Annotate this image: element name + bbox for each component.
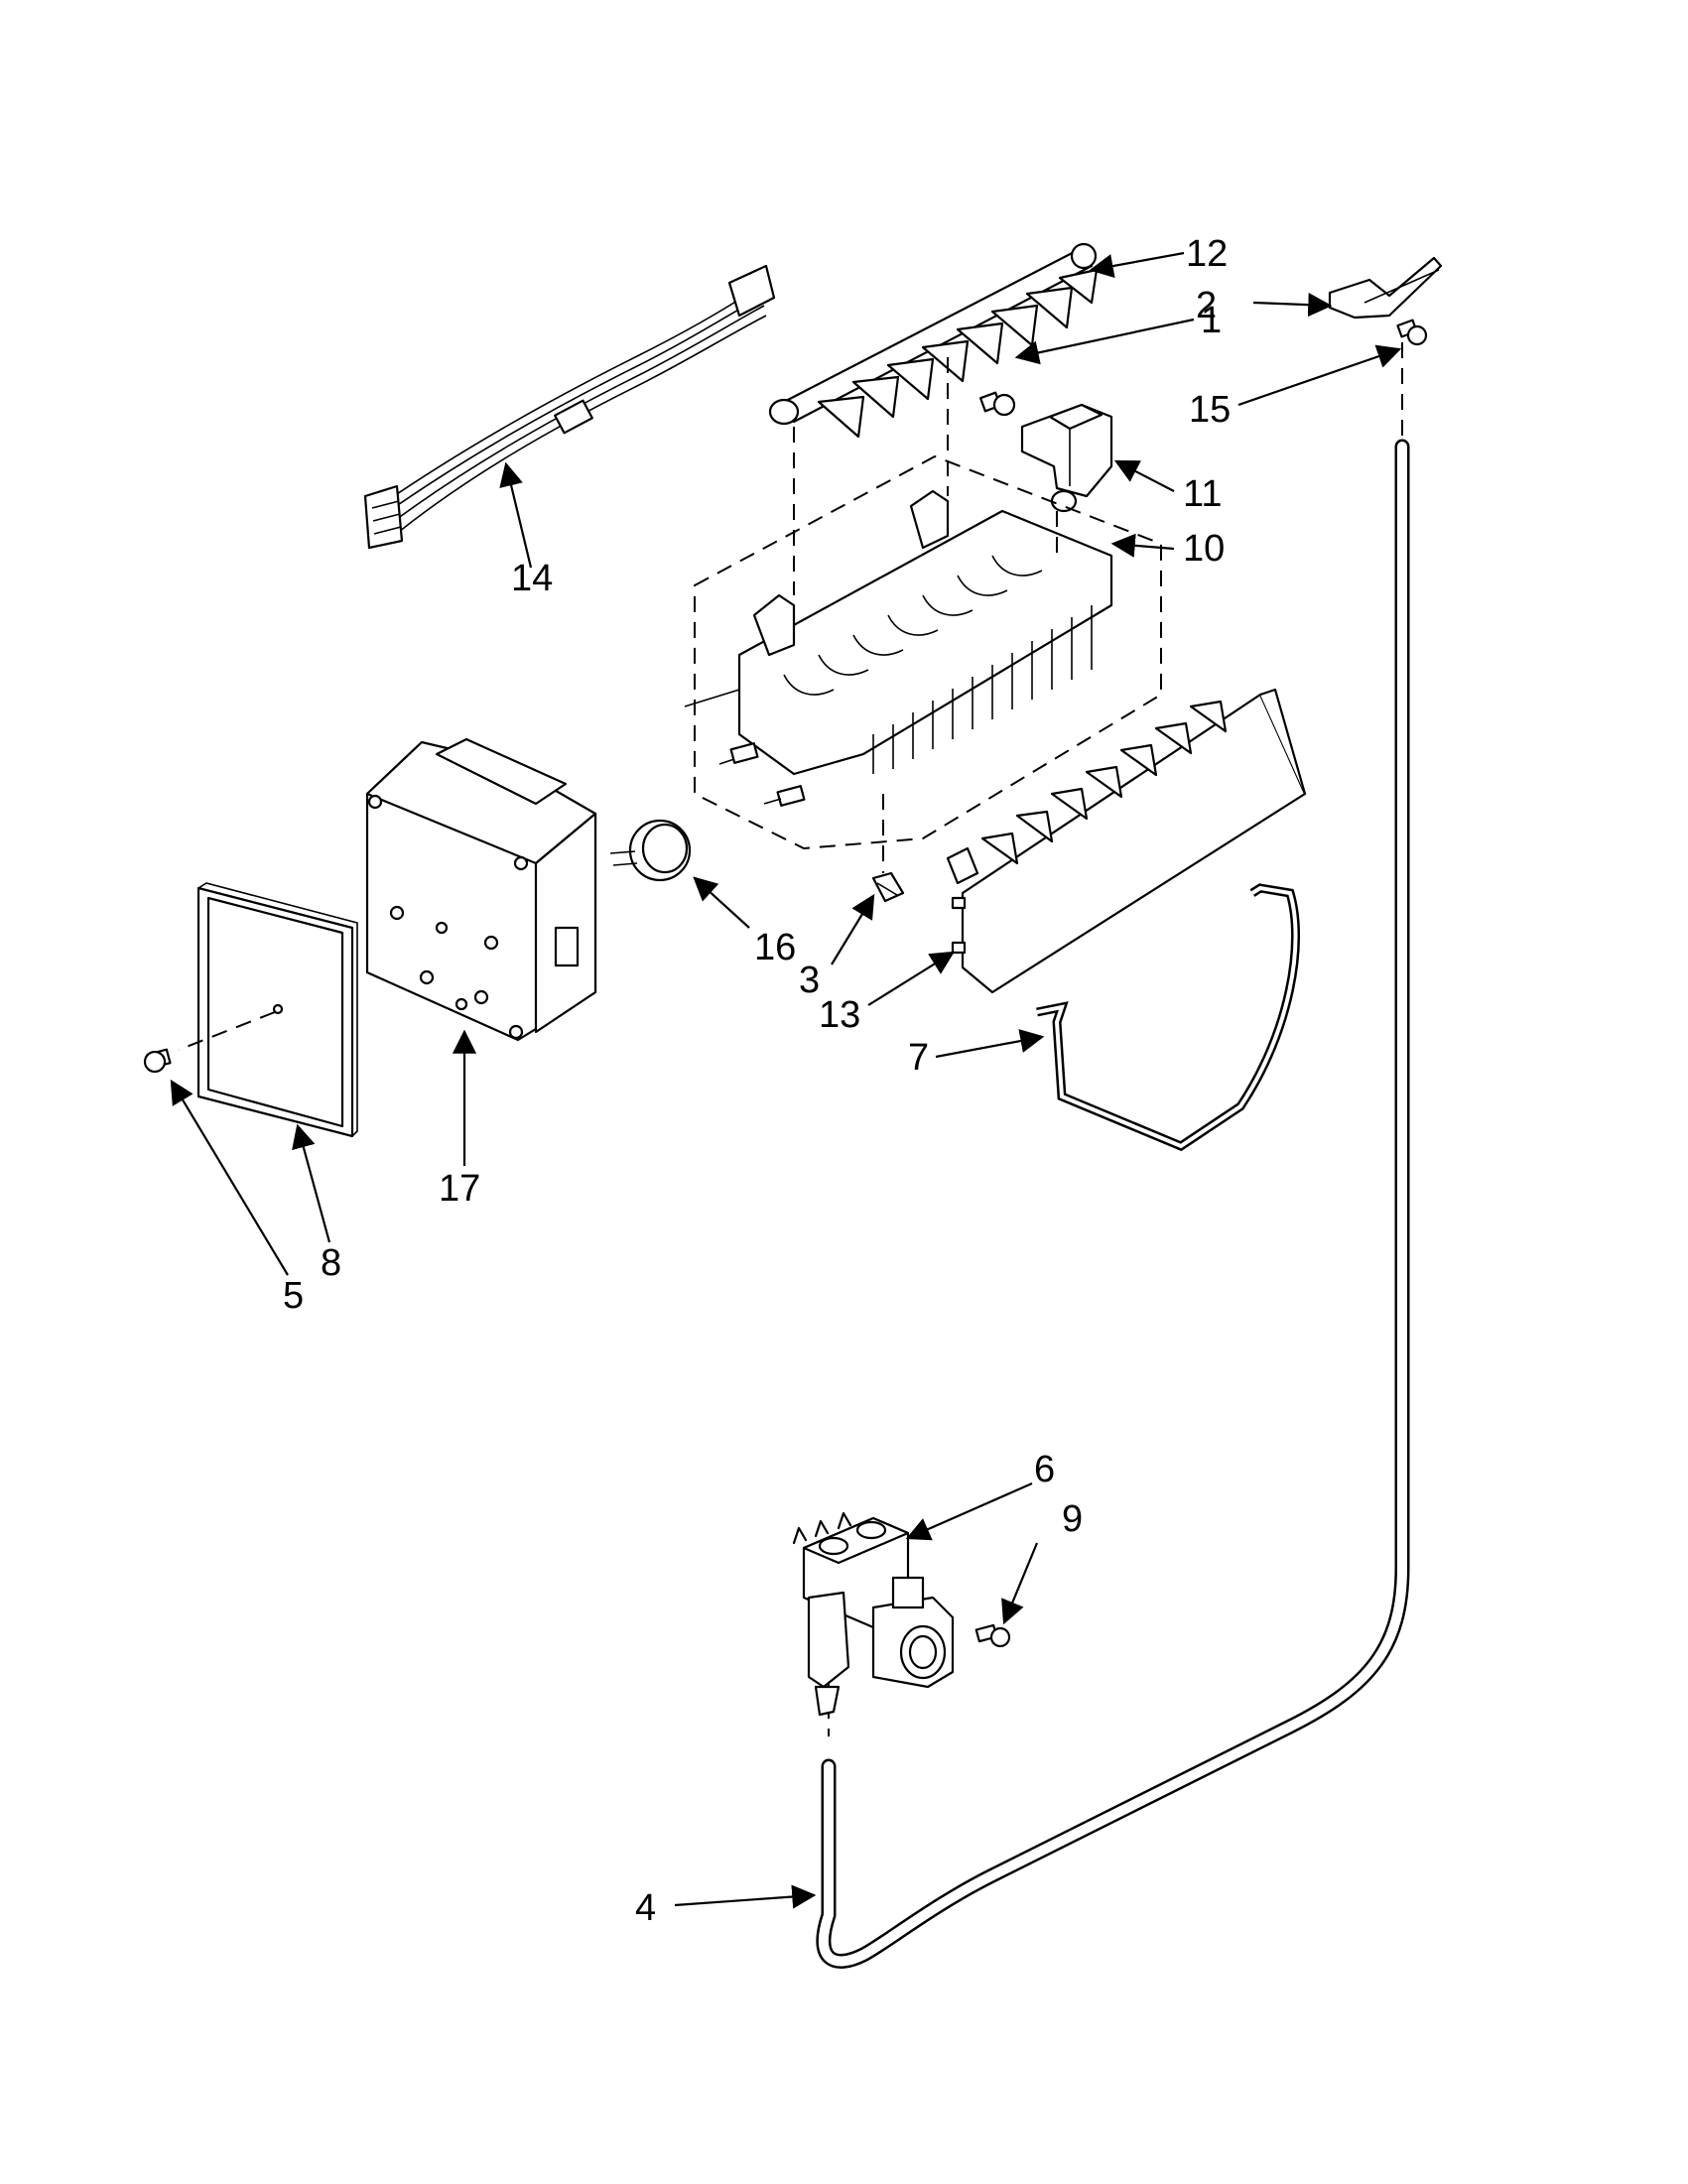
- water-valve: [792, 1511, 955, 1717]
- ejector-arm: [768, 242, 1099, 439]
- callout-labels: 12 2 1 15 11 10 14 16 3 13 7 17 8 5 6 9 …: [283, 233, 1231, 1929]
- callout-17: 17: [439, 1168, 480, 1210]
- callout-12: 12: [1186, 233, 1228, 275]
- ice-mold: [684, 454, 1162, 850]
- callout-8: 8: [321, 1242, 341, 1284]
- front-cover: [178, 882, 358, 1138]
- callout-14: 14: [511, 558, 553, 599]
- callout-4: 4: [635, 1887, 656, 1929]
- callout-16: 16: [754, 927, 796, 968]
- tube-clip: [1328, 256, 1443, 320]
- callout-3: 3: [799, 960, 820, 1001]
- leader-arrows: [170, 251, 1402, 1909]
- callout-10: 10: [1183, 528, 1225, 570]
- callout-15: 15: [1189, 389, 1231, 431]
- water-tube: [816, 439, 1410, 1969]
- mounting-screw: [978, 391, 1016, 417]
- shutoff-arm: [1036, 883, 1301, 1152]
- callout-2: 2: [1196, 285, 1217, 326]
- callout-7: 7: [908, 1037, 929, 1079]
- wire-harness: [363, 264, 776, 550]
- fill-cup-bracket: [1020, 403, 1113, 513]
- callout-11: 11: [1183, 473, 1222, 515]
- valve-screw: [974, 1623, 1011, 1648]
- callout-1: 1: [1201, 300, 1222, 341]
- callout-5: 5: [283, 1275, 304, 1317]
- callout-13: 13: [819, 994, 860, 1036]
- mold-clip: [871, 871, 905, 903]
- tube-clip-screw: [1396, 319, 1428, 346]
- cover-screw: [143, 1048, 172, 1074]
- callout-9: 9: [1062, 1498, 1083, 1540]
- thermostat: [609, 819, 692, 882]
- control-module: [365, 737, 597, 1042]
- ice-stripper: [946, 688, 1307, 994]
- callout-6: 6: [1034, 1449, 1055, 1490]
